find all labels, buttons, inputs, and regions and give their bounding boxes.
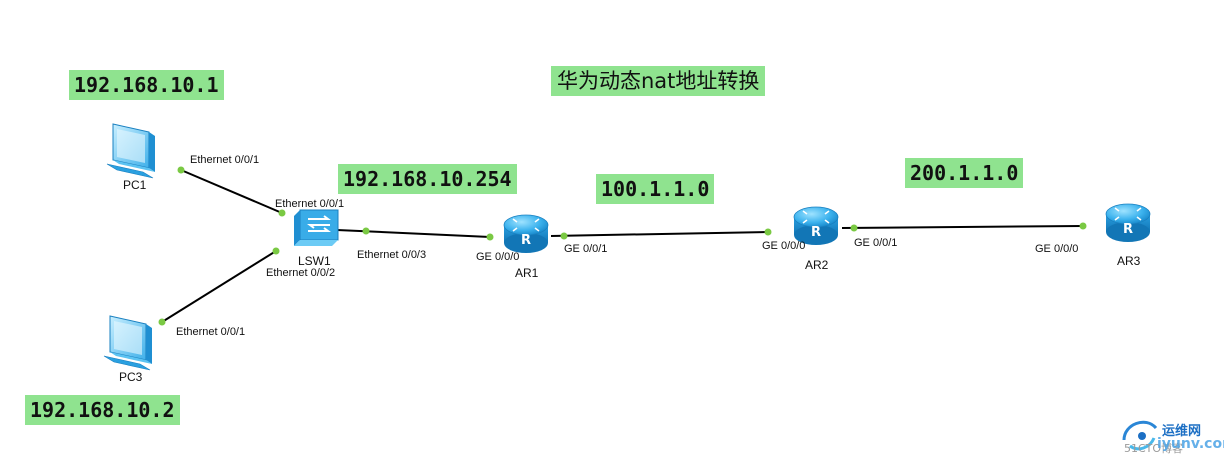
router-ar2-icon[interactable]: R xyxy=(793,206,839,245)
pc3-ip-label: 192.168.10.2 xyxy=(25,395,180,425)
lsw1-device-label: LSW1 xyxy=(298,254,331,268)
pc1-port-label: Ethernet 0/0/1 xyxy=(190,154,260,166)
svg-text:R: R xyxy=(1123,222,1133,237)
port-dot-ar1-ge1 xyxy=(560,232,568,240)
router-ar3-icon[interactable]: R xyxy=(1105,203,1151,242)
link-pc3-lsw1 xyxy=(161,250,277,323)
ar1-ge0-label: GE 0/0/0 xyxy=(476,251,520,263)
watermark-brand: 运维网 xyxy=(1162,424,1202,439)
link-pc1-lsw1 xyxy=(180,169,283,214)
pc1-ip-label: 192.168.10.1 xyxy=(69,70,224,100)
port-dot-ar2-ge0 xyxy=(764,228,772,236)
port-dot-lsw1-e2 xyxy=(272,247,280,255)
router-ar1-icon[interactable]: R xyxy=(503,214,549,253)
link-ar1-ar2 xyxy=(550,231,769,237)
port-dot-ar1-ge0 xyxy=(486,233,494,241)
lsw1-port2-label: Ethernet 0/0/2 xyxy=(266,267,336,279)
watermark-site: iyunv.com xyxy=(1157,436,1224,452)
ar1-device-label: AR1 xyxy=(515,266,539,280)
svg-text:R: R xyxy=(811,225,821,240)
pc1-icon[interactable] xyxy=(106,123,155,179)
watermark-logo-icon xyxy=(1122,420,1158,451)
lsw1-port1-label: Ethernet 0/0/1 xyxy=(275,198,345,210)
ar2-ar3-subnet-label: 200.1.1.0 xyxy=(905,158,1024,188)
port-dot-ar2-ge1 xyxy=(850,224,858,232)
ar1-ar2-subnet-label: 100.1.1.0 xyxy=(596,174,715,204)
pc3-device-label: PC3 xyxy=(119,370,143,384)
ar3-ge0-label: GE 0/0/0 xyxy=(1035,243,1079,255)
lsw1-port3-label: Ethernet 0/0/3 xyxy=(357,249,427,261)
ar2-device-label: AR2 xyxy=(805,258,829,272)
link-lsw1-ar1 xyxy=(336,229,491,238)
port-dot-lsw1-e1 xyxy=(278,209,286,217)
gateway-ip-label: 192.168.10.254 xyxy=(338,164,517,194)
port-dot-pc1 xyxy=(177,166,185,174)
pc3-port-label: Ethernet 0/0/1 xyxy=(176,326,246,338)
switch-lsw1-icon[interactable] xyxy=(294,209,339,246)
port-dot-lsw1-e3 xyxy=(362,227,370,235)
diagram-title: 华为动态nat地址转换 xyxy=(551,66,766,96)
ar3-device-label: AR3 xyxy=(1117,254,1141,268)
ar2-ge0-label: GE 0/0/0 xyxy=(762,240,806,252)
watermark-blog: 51CTO博客 xyxy=(1124,442,1184,455)
link-ar2-ar3 xyxy=(841,225,1084,229)
ar1-ge1-label: GE 0/0/1 xyxy=(564,243,608,255)
ar2-ge1-label: GE 0/0/1 xyxy=(854,237,898,249)
port-dot-ar3-ge0 xyxy=(1079,222,1087,230)
port-dot-pc3 xyxy=(158,318,166,326)
svg-text:R: R xyxy=(521,233,531,248)
pc1-device-label: PC1 xyxy=(123,178,147,192)
pc3-icon[interactable] xyxy=(103,315,152,371)
